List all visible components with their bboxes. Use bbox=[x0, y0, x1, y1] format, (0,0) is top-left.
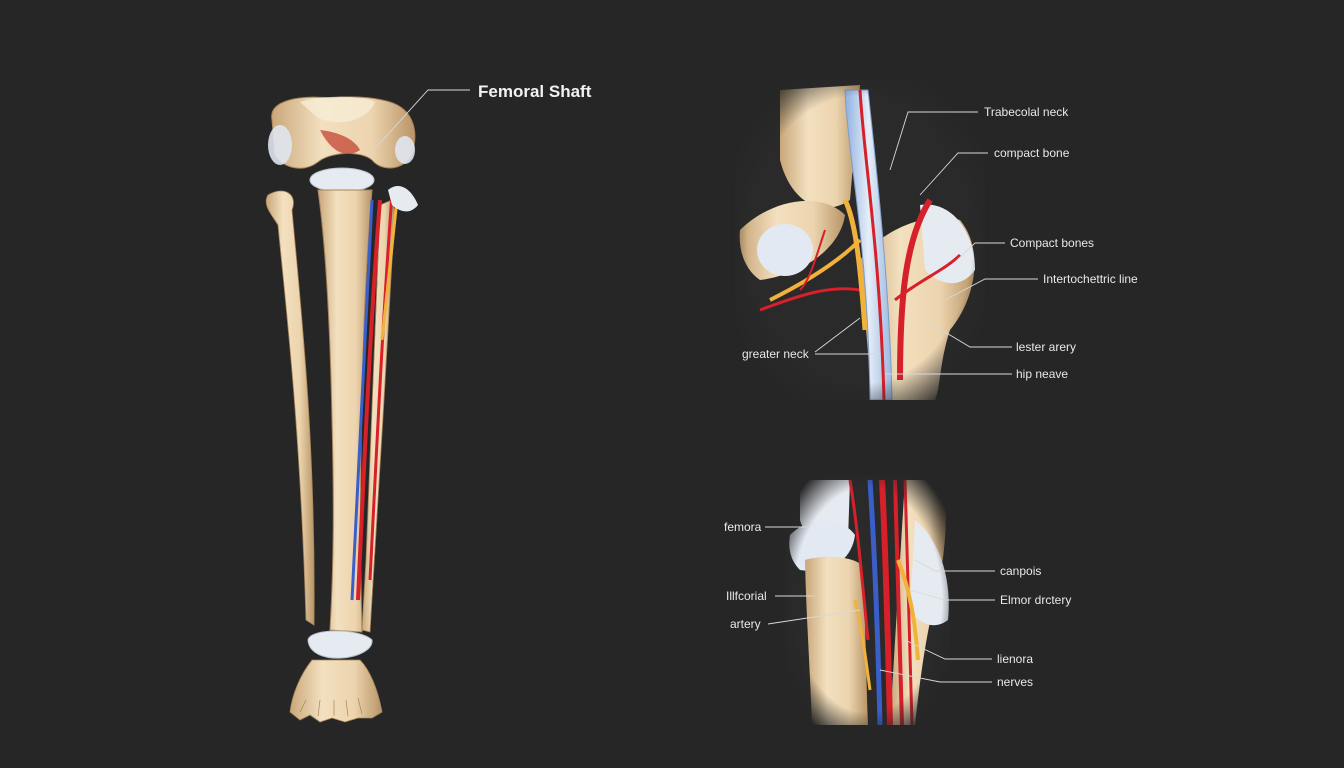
femora-label: femora bbox=[724, 520, 762, 534]
foot-shape bbox=[289, 659, 383, 723]
knee-closeup-illustration bbox=[785, 475, 950, 726]
femoral-shaft-label: Femoral Shaft bbox=[478, 82, 592, 101]
artery-label: artery bbox=[730, 617, 761, 631]
hip-closeup-illustration bbox=[735, 80, 985, 401]
femoral-shaft-shape bbox=[317, 189, 373, 633]
hip-nerve-label: hip neave bbox=[1016, 367, 1068, 381]
nerves-label: nerves bbox=[997, 675, 1033, 689]
knee-closeup-leaders bbox=[765, 526, 995, 683]
lienora-label: lienora bbox=[997, 652, 1033, 666]
intertrochanteric-line-label: Intertochettric line bbox=[1043, 272, 1138, 286]
iliofemoral-label: Illfcorial bbox=[726, 589, 767, 603]
fibula-shape bbox=[265, 190, 315, 626]
canpois-label: canpois bbox=[1000, 564, 1041, 578]
compact-bones-label: Compact bones bbox=[1010, 236, 1094, 250]
trabecular-neck-label: Trabecolal neck bbox=[984, 105, 1069, 119]
greater-neck-label: greater neck bbox=[742, 347, 810, 361]
leg-skeleton-illustration bbox=[265, 96, 418, 723]
femoral-shaft-leader bbox=[371, 89, 470, 153]
hip-closeup-leaders bbox=[814, 111, 1038, 375]
femor-artery-label: Elmor drctery bbox=[1000, 593, 1071, 607]
lesser-artery-label: lester arery bbox=[1016, 340, 1076, 354]
compact-bone-label: compact bone bbox=[994, 146, 1070, 160]
